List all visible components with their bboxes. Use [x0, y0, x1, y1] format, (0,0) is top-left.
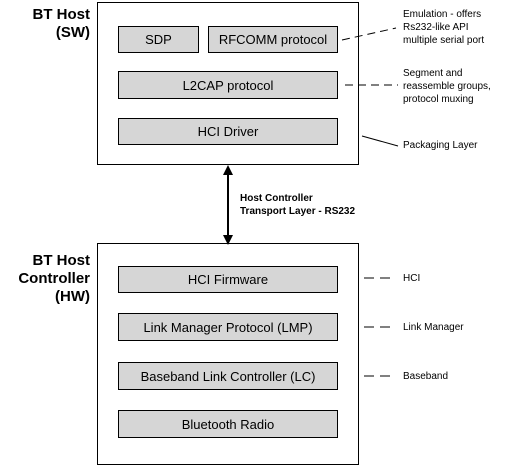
- radio-label: Bluetooth Radio: [181, 416, 275, 432]
- rfcomm-note-line1: Emulation - offers: [403, 9, 482, 20]
- sdp-label: SDP: [145, 32, 172, 47]
- hci-driver-label: HCI Driver: [197, 124, 259, 139]
- rfcomm-note-line3: multiple serial port: [403, 35, 485, 46]
- transport-label-line1: Host Controller: [240, 193, 313, 204]
- controller-title: BT Host Controller (HW): [0, 252, 90, 306]
- controller-title-line1: BT Host: [32, 252, 91, 269]
- lc-label: Baseband Link Controller (LC): [140, 368, 316, 384]
- radio-layer: Bluetooth Radio: [118, 410, 338, 438]
- baseband-note: Baseband: [403, 371, 449, 382]
- hci-note: HCI: [403, 273, 421, 284]
- lmp-layer: Link Manager Protocol (LMP): [118, 313, 338, 341]
- l2cap-note-line1: Segment and: [403, 68, 463, 79]
- rfcomm-note-leader: [341, 27, 397, 41]
- rfcomm-label: RFCOMM protocol: [218, 32, 328, 47]
- transport-label: Host Controller Transport Layer - RS232: [240, 192, 355, 218]
- rfcomm-note: Emulation - offers Rs232-like API multip…: [403, 8, 484, 47]
- host-title-line2: (SW): [55, 24, 90, 41]
- hci-firmware-layer: HCI Firmware: [118, 266, 338, 293]
- hci-driver-layer: HCI Driver: [118, 118, 338, 145]
- l2cap-note: Segment and reassemble groups, protocol …: [403, 67, 491, 106]
- host-title-line1: BT Host: [32, 6, 91, 23]
- rfcomm-note-line2: Rs232-like API: [403, 22, 469, 33]
- sdp-layer: SDP: [118, 26, 199, 53]
- hci-firmware-label: HCI Firmware: [187, 272, 269, 287]
- l2cap-note-line3: protocol muxing: [403, 94, 474, 105]
- l2cap-label: L2CAP protocol: [182, 77, 274, 93]
- transport-label-line2: Transport Layer - RS232: [240, 206, 356, 217]
- controller-title-line2: Controller: [18, 270, 90, 287]
- rfcomm-layer: RFCOMM protocol: [208, 26, 338, 53]
- l2cap-layer: L2CAP protocol: [118, 71, 338, 99]
- host-title: BT Host (SW): [0, 6, 91, 42]
- lmp-label: Link Manager Protocol (LMP): [143, 319, 313, 335]
- lmp-note: Link Manager: [403, 322, 464, 333]
- hci-driver-note-leader: [361, 135, 399, 147]
- controller-title-line3: (HW): [55, 288, 90, 305]
- hci-driver-note: Packaging Layer: [403, 140, 478, 151]
- l2cap-note-line2: reassemble groups,: [403, 81, 491, 92]
- lc-layer: Baseband Link Controller (LC): [118, 362, 338, 390]
